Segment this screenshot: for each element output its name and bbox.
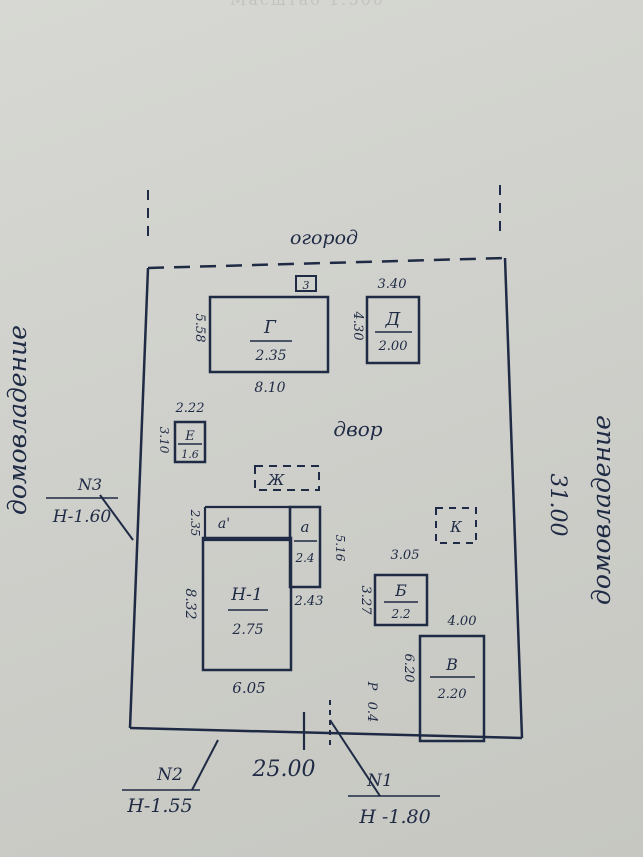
building-b-side: 3.27 bbox=[358, 586, 373, 616]
survey-point-n2: N2 H-1.55 bbox=[122, 739, 219, 817]
house-letter: Н-1 bbox=[230, 585, 262, 605]
building-b-top: 3.05 bbox=[391, 548, 420, 563]
survey-point-n3: N3 H-1.60 bbox=[46, 475, 134, 541]
house-complex: а' 2.35 а 2.4 5.16 2.43 Н-1 2.75 8.32 6.… bbox=[182, 505, 347, 697]
leader-n2 bbox=[191, 739, 219, 791]
building-b-value: 2.2 bbox=[390, 607, 410, 621]
boundary-bottom bbox=[129, 726, 523, 740]
building-a-prime-side: 2.35 bbox=[188, 509, 202, 537]
building-e-top: 2.22 bbox=[175, 401, 205, 416]
building-z: 3 bbox=[295, 275, 317, 292]
label-n2-h: H-1.55 bbox=[126, 795, 192, 817]
survey-point-n1: N1 H -1.80 bbox=[329, 719, 440, 828]
building-e-letter: Е bbox=[184, 429, 195, 444]
building-v-value: 2.20 bbox=[437, 687, 467, 702]
building-z-outline bbox=[295, 275, 317, 292]
building-d-letter: Д bbox=[385, 309, 401, 330]
faint-header: Масштаб 1:500 bbox=[230, 0, 385, 9]
building-a-letter: а bbox=[301, 518, 310, 536]
building-z-letter: 3 bbox=[303, 279, 310, 292]
building-a-value: 2.4 bbox=[294, 551, 314, 565]
label-driveway-right: домовладение bbox=[587, 415, 616, 605]
building-a-bottom: 2.43 bbox=[294, 594, 324, 609]
building-zh-outline bbox=[254, 465, 320, 491]
boundary-left bbox=[128, 267, 150, 729]
dim-width: 25.00 bbox=[252, 757, 316, 782]
building-d-top: 3.40 bbox=[378, 277, 407, 292]
label-driveway-left: домовладение bbox=[3, 325, 32, 515]
building-e-value: 1.6 bbox=[181, 448, 199, 461]
building-zh-letter: Ж bbox=[267, 471, 286, 489]
building-g-letter: Г bbox=[263, 317, 277, 338]
building-b: Б 2.2 3.05 3.27 bbox=[358, 548, 429, 627]
label-n2: N2 bbox=[156, 765, 183, 785]
marker-small-value: 0.4 bbox=[364, 702, 379, 723]
boundary-right bbox=[503, 257, 524, 739]
building-e: Е 1.6 2.22 3.10 bbox=[157, 401, 207, 464]
building-g-value: 2.35 bbox=[254, 348, 286, 364]
label-garden: огород bbox=[290, 227, 358, 249]
building-b-letter: Б bbox=[394, 581, 407, 600]
marker-small: Р 0.4 bbox=[364, 681, 379, 723]
building-zh: Ж bbox=[254, 465, 320, 491]
building-g-outline bbox=[208, 295, 330, 374]
boundary-top bbox=[147, 256, 506, 270]
building-v-letter: В bbox=[445, 655, 458, 674]
label-n3-h: H-1.60 bbox=[52, 507, 112, 527]
building-a-prime-letter: а' bbox=[218, 516, 230, 532]
label-yard: двор bbox=[333, 417, 382, 441]
building-e-outline bbox=[173, 420, 207, 464]
dim-height: 31.00 bbox=[545, 474, 570, 537]
building-d-value: 2.00 bbox=[378, 339, 408, 354]
label-n3: N3 bbox=[77, 475, 102, 494]
building-g-side: 5.58 bbox=[192, 314, 207, 343]
house-outline bbox=[201, 536, 293, 672]
building-v-outline bbox=[418, 634, 486, 743]
building-e-side: 3.10 bbox=[157, 427, 171, 454]
house-bottom: 6.05 bbox=[232, 679, 265, 697]
building-v: В 2.20 4.00 6.20 bbox=[401, 614, 486, 743]
building-g-bottom: 8.10 bbox=[254, 380, 285, 396]
building-v-side: 6.20 bbox=[401, 654, 416, 683]
building-b-outline bbox=[373, 573, 429, 627]
label-n1-h: H -1.80 bbox=[358, 806, 430, 828]
building-d-side: 4.30 bbox=[350, 311, 365, 341]
building-g: Г 2.35 5.58 8.10 bbox=[192, 295, 330, 396]
building-d-outline bbox=[365, 295, 421, 365]
label-n1: N1 bbox=[366, 771, 393, 791]
building-v-top: 4.00 bbox=[447, 614, 477, 629]
marker-small-letter: Р bbox=[364, 681, 379, 691]
building-d: Д 2.00 3.40 4.30 bbox=[350, 277, 421, 365]
building-k: К bbox=[435, 507, 477, 544]
house-value: 2.75 bbox=[231, 622, 263, 638]
house-side: 8.32 bbox=[182, 588, 198, 619]
leader-n3 bbox=[99, 494, 134, 541]
plot-boundary bbox=[128, 185, 524, 740]
building-k-outline bbox=[435, 507, 477, 544]
building-k-letter: К bbox=[449, 518, 462, 536]
leader-n1 bbox=[329, 719, 381, 797]
building-a-side: 5.16 bbox=[333, 535, 347, 562]
